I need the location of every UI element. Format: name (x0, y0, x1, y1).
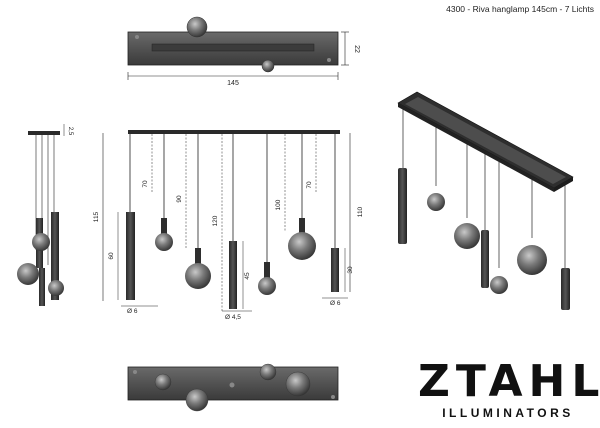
socket (195, 248, 201, 264)
globe-shade (185, 263, 211, 289)
screw-icon (327, 58, 331, 62)
globe-shade (17, 263, 39, 285)
socket-icon (229, 382, 235, 388)
globe-shade (285, 371, 311, 397)
globe-shade (490, 276, 508, 294)
tube-shade (561, 268, 570, 310)
screw-icon (135, 35, 139, 39)
tube-shade (51, 212, 59, 300)
socket (161, 218, 167, 234)
globe-shade (32, 233, 50, 251)
top-view: 145 22 (127, 16, 360, 87)
side-view: 2,5 (17, 124, 73, 306)
tube-shade (126, 212, 135, 300)
screw-icon (133, 370, 137, 374)
globe-shade (48, 280, 64, 296)
front-view: 115 110 60 Ø 6 70 90 120 Ø 4,5 45 (93, 130, 364, 321)
tube-shade (39, 268, 45, 306)
globe-shade (259, 363, 277, 381)
globe-shade (517, 245, 547, 275)
overall-height-left-label: 115 (93, 211, 100, 222)
globe-shade (154, 373, 172, 391)
shade-height-mid-label: 45 (244, 272, 251, 280)
screw-icon (331, 395, 335, 399)
globe-shade (454, 223, 480, 249)
cord-length-label: 70 (142, 180, 149, 188)
brand-name: ZTAHL (418, 356, 600, 407)
globe-shade (155, 233, 173, 251)
canopy-slot (151, 43, 315, 52)
cord-length-label: 90 (176, 195, 183, 203)
page-title: 4300 - Riva hanglamp 145cm - 7 Lichts (446, 4, 594, 14)
cord-length-label: 100 (275, 199, 282, 210)
canopy-iso-edge (398, 103, 554, 192)
shade-height-right-label: 30 (347, 266, 354, 274)
globe-shade (427, 193, 445, 211)
canopy-side (28, 131, 60, 135)
diameter-mid-label: Ø 4,5 (225, 314, 241, 321)
bottom-view (127, 363, 339, 412)
brand-tagline: ILLUMINATORS (442, 406, 574, 420)
canopy-label: 2,5 (67, 127, 73, 136)
overall-height-right-label: 110 (357, 206, 364, 217)
diameter-left-label: Ø 6 (127, 308, 138, 315)
globe-shade (186, 16, 208, 38)
height-label: 22 (353, 45, 360, 53)
globe-shade (185, 388, 209, 412)
tube-shade (229, 241, 237, 309)
cord-length-label: 70 (306, 181, 313, 189)
canopy-front (128, 130, 340, 134)
shade-height-left-label: 60 (108, 252, 115, 260)
cord-length-label: 120 (212, 215, 219, 226)
socket (264, 262, 270, 278)
globe-shade (288, 232, 316, 260)
tube-shade (398, 168, 407, 244)
socket (299, 218, 305, 234)
tube-shade (331, 248, 339, 292)
diameter-right-label: Ø 6 (330, 300, 341, 307)
globe-shade (261, 59, 275, 73)
canopy-iso-edge (554, 177, 573, 192)
isometric-view (397, 91, 574, 310)
tube-shade (481, 230, 489, 288)
brand-logo: ZTAHL ILLUMINATORS (418, 356, 600, 421)
globe-shade (258, 277, 276, 295)
width-label: 145 (227, 80, 239, 87)
canopy-iso-top (405, 97, 566, 184)
